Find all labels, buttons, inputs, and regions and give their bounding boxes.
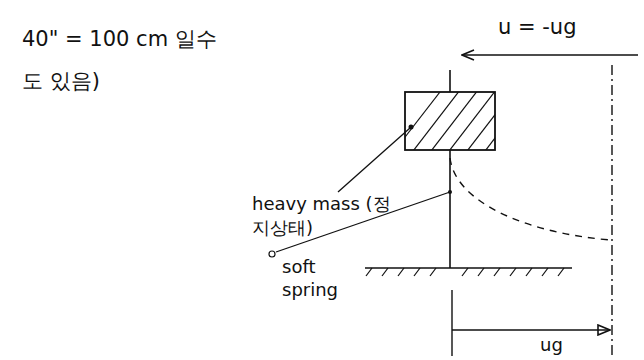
displacement-label: u = -ug [498, 14, 638, 41]
heavy-mass-box [405, 92, 495, 150]
displacement-label: ug [540, 334, 600, 356]
leader-dot [409, 125, 414, 130]
mass-hatching [405, 92, 495, 150]
part-label: soft spring [282, 256, 346, 301]
deformed-shape [450, 158, 610, 240]
leader-end [269, 251, 275, 257]
leader-line [338, 128, 410, 192]
leader-dot [448, 190, 452, 194]
ground-hatching [366, 268, 564, 276]
base-tick [451, 290, 452, 356]
displacement-arrow [462, 54, 638, 56]
part-label: heavy mass (정지상태) [252, 192, 402, 241]
ground-displacement-arrow [452, 329, 610, 331]
reference-line [611, 65, 612, 356]
note-text: 40" = 100 cm 일수도 있음) [22, 18, 222, 102]
ground-line [365, 267, 572, 269]
